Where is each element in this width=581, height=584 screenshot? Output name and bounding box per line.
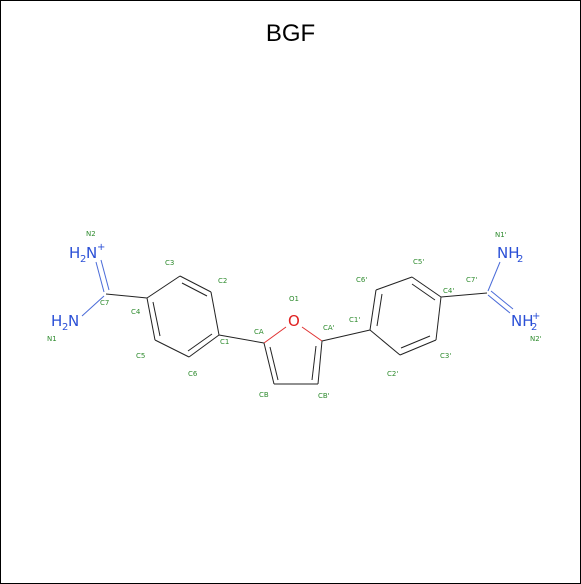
atom-label-n1p: N1' <box>495 231 507 239</box>
bond-o1-cap <box>301 326 323 342</box>
bond-c7p-n1p <box>487 261 501 292</box>
right-nh2-main: NH <box>497 244 520 262</box>
atom-label-c7p: C7' <box>466 276 477 284</box>
atom-label-c4: C4 <box>131 308 141 316</box>
left-nh2-h: H <box>51 312 62 330</box>
atom-label-c6p: C6' <box>356 276 367 284</box>
molecule-title: BGF <box>265 20 316 47</box>
bond-c4-c3 <box>146 275 181 299</box>
atom-label-c5p: C5' <box>413 258 424 266</box>
bond-c2p-c1p <box>369 329 401 356</box>
atom-label-c1p: C1' <box>349 316 360 324</box>
bond-c1-c6 <box>188 334 220 358</box>
bond-c5-c4-inner <box>152 301 161 337</box>
right-amidinium-nh2-plus: NH 2 + <box>511 311 540 333</box>
atom-label-c2p: C2' <box>387 370 398 378</box>
atom-label-c4p: C4' <box>443 287 454 295</box>
left-amidine-nh2: H 2 N <box>51 312 79 333</box>
atom-label-c7: C7 <box>100 299 109 307</box>
bond-cbp-cap <box>317 340 323 385</box>
bond-c3p-c2p-inner <box>400 335 431 349</box>
left-nh2-n: N <box>68 312 79 330</box>
bond-c1-ca <box>218 334 265 344</box>
bond-cbp-cap-inner <box>311 345 317 381</box>
bond-c7-n2-double <box>100 259 110 291</box>
atom-label-c1: C1 <box>220 338 229 346</box>
atom-label-cap: CA' <box>323 324 335 332</box>
bond-ca-cb-inner <box>269 346 279 381</box>
atom-label-n1: N1 <box>47 335 57 343</box>
right-nh2-plus-main: NH <box>511 312 534 330</box>
atom-label-c5: C5 <box>136 352 145 360</box>
bond-c4-c7 <box>105 293 148 299</box>
atom-label-cbp: CB' <box>318 392 330 400</box>
bond-c3p-c2p <box>399 339 437 356</box>
bond-c7-n1 <box>81 295 105 317</box>
left-nh2-plus-charge: + <box>97 242 105 253</box>
right-amidine-nh2: NH 2 <box>497 244 523 265</box>
atom-label-c3: C3 <box>165 259 174 267</box>
bond-c4p-c7p <box>440 292 488 298</box>
atom-label-n2: N2 <box>86 230 96 238</box>
bond-ca-cb <box>263 342 275 385</box>
bond-c7-n2 <box>95 261 105 293</box>
bond-c5p-c4p-inner <box>411 283 436 301</box>
left-nh2-plus-h: H <box>69 244 80 262</box>
bond-c3-c2-inner <box>181 282 208 297</box>
bond-cap-c1p <box>321 329 371 342</box>
left-amidinium-nh2-plus: H 2 N + <box>69 242 105 265</box>
right-nh2-plus-sub: 2 <box>531 322 537 333</box>
atom-label-ca: CA <box>254 328 264 336</box>
furan-oxygen: O <box>288 312 300 330</box>
bond-c6p-c5p <box>375 276 413 291</box>
left-nh2-plus-sub: 2 <box>80 254 86 265</box>
bond-ca-o1 <box>263 326 287 344</box>
bond-c1p-c6p <box>369 289 377 331</box>
bond-c3-c2 <box>179 275 212 293</box>
atom-label-cb: CB <box>259 391 269 399</box>
bond-c1-c6-inner <box>187 333 213 352</box>
atom-label-c3p: C3' <box>440 352 451 360</box>
bond-c1p-c6p-inner <box>376 293 383 327</box>
atom-labels: N2 N1 C7 C4 C3 C2 C5 C6 C1 CA CB O1 CA' … <box>47 230 542 400</box>
atom-label-n2p: N2' <box>530 335 542 343</box>
atom-label-c6: C6 <box>188 370 198 378</box>
right-nh2-sub: 2 <box>517 254 523 265</box>
bond-c7p-n2p-double <box>490 290 514 310</box>
bond-c4p-c3p <box>435 296 442 341</box>
atom-label-c2: C2 <box>218 277 227 285</box>
bond-c5p-c4p <box>411 276 442 298</box>
right-nh2-plus-charge: + <box>532 311 540 322</box>
left-nh2-sub: 2 <box>62 322 68 333</box>
bond-c7p-n2p <box>487 294 511 314</box>
bond-c2-c1 <box>210 291 220 336</box>
atom-label-o1: O1 <box>289 295 299 303</box>
bond-c5-c4 <box>146 297 156 341</box>
bonds <box>81 259 514 385</box>
left-nh2-plus-n: N <box>86 244 97 262</box>
bond-c6-c5 <box>154 339 190 358</box>
